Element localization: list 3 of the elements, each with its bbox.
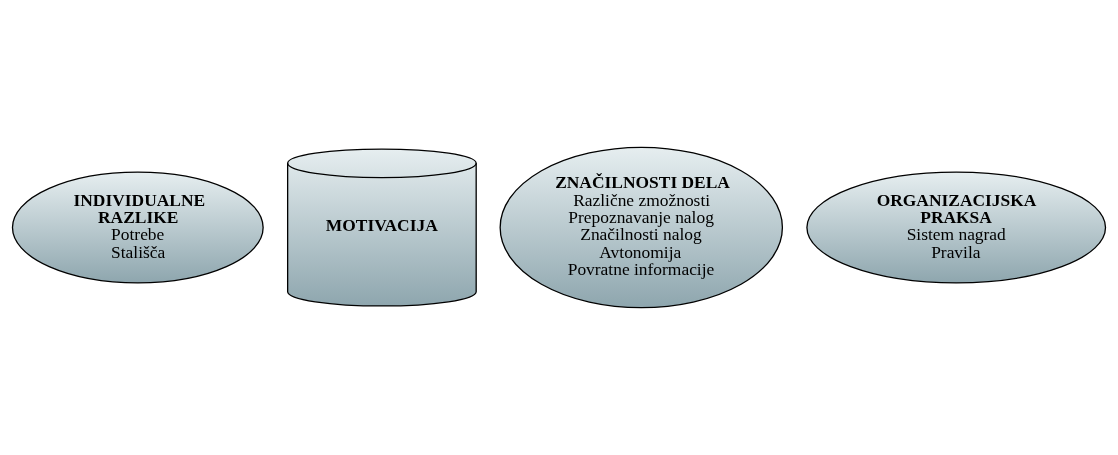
node-ellipse: INDIVIDUALNE RAZLIKE Potrebe Stališča bbox=[11, 171, 264, 284]
node-ellipse: ORGANIZACIJSKA PRAKSA Sistem nagrad Pravila bbox=[806, 171, 1107, 284]
node-ellipse: ZNAČILNOSTI DELA Različne zmožnosti Prepoznavanje nalog Značilnosti nalog Avtonomija Povratne informacije bbox=[499, 146, 784, 309]
